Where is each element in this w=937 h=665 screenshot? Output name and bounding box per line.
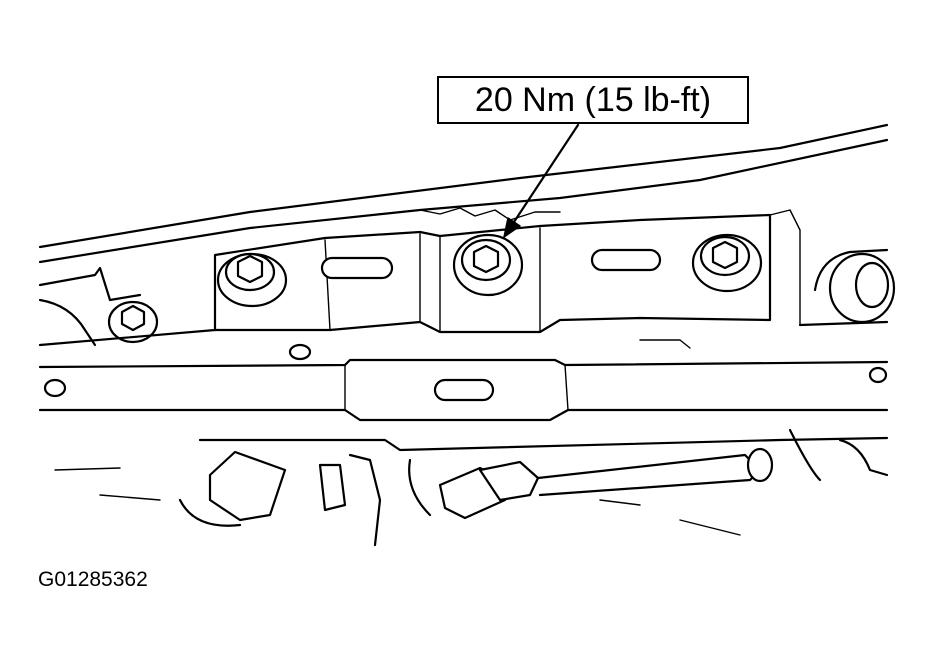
bolt-small-left xyxy=(107,300,159,344)
figure-id-label: G01285362 xyxy=(38,568,148,591)
lower-components xyxy=(54,428,889,547)
left-structure xyxy=(38,266,217,347)
crossmember-bar xyxy=(38,339,889,422)
torque-callout: 20 Nm (15 lb-ft) xyxy=(437,76,749,124)
bracket-slots xyxy=(320,248,662,402)
upper-panel-edges xyxy=(38,123,889,264)
torque-spec-label: 20 Nm (15 lb-ft) xyxy=(474,80,712,119)
bolt-left xyxy=(216,252,288,308)
callout-arrow xyxy=(503,123,580,238)
bolt-center-torqued xyxy=(452,233,524,297)
right-mount xyxy=(798,248,896,327)
bolt-right xyxy=(691,233,763,293)
